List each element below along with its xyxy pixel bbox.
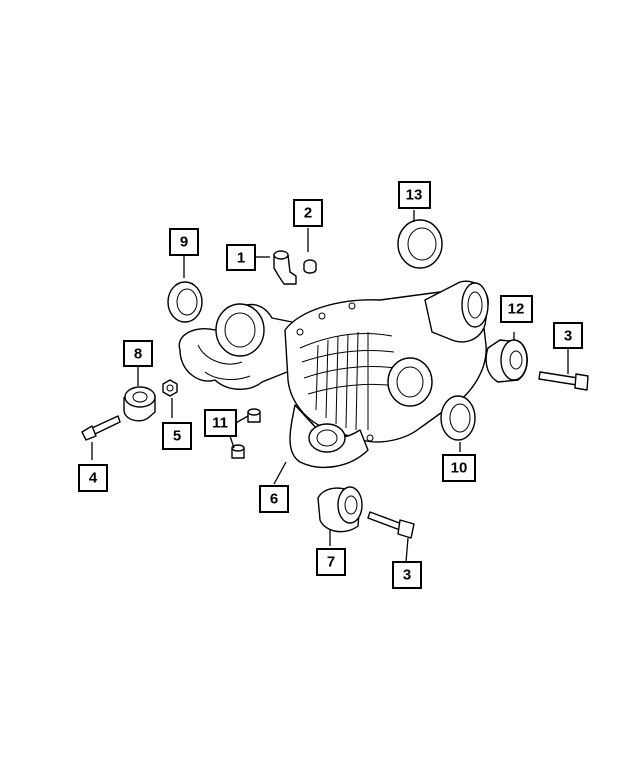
callout-6: 6 (259, 485, 289, 513)
callout-5: 5 (162, 422, 192, 450)
callout-7-label: 7 (327, 554, 335, 571)
axle-seal-right (440, 395, 476, 441)
callout-9: 9 (169, 228, 199, 256)
plug-lower (231, 444, 245, 459)
axle-seal-left (167, 281, 203, 323)
callout-3-upper-label: 3 (564, 328, 572, 345)
nut (162, 379, 178, 397)
callout-10: 10 (442, 454, 476, 482)
bolt-3-upper (538, 371, 589, 391)
pinion-seal (397, 219, 443, 269)
plug (303, 259, 317, 274)
differential-housing (178, 280, 489, 469)
bolt-3-lower (367, 511, 415, 539)
callout-9-label: 9 (180, 234, 188, 251)
callout-5-label: 5 (173, 428, 181, 445)
callout-13-label: 13 (406, 187, 423, 204)
callout-11-label: 11 (212, 415, 228, 432)
callout-1: 1 (226, 244, 256, 271)
callout-10-label: 10 (451, 460, 468, 477)
callout-8-label: 8 (134, 346, 142, 363)
callout-11: 11 (204, 409, 237, 437)
callout-1-label: 1 (237, 250, 245, 267)
callout-2: 2 (293, 199, 323, 227)
vent-fitting (273, 250, 297, 285)
callout-3-upper: 3 (553, 322, 583, 349)
callout-12-label: 12 (508, 301, 525, 318)
callout-4: 4 (78, 464, 108, 492)
leader-lines (91, 210, 569, 563)
callout-6-label: 6 (270, 491, 278, 508)
callout-3-lower-label: 3 (403, 567, 411, 584)
bolt-4 (81, 415, 121, 441)
bushing-left (123, 386, 156, 422)
callout-13: 13 (398, 181, 431, 209)
callout-4-label: 4 (89, 470, 98, 487)
callout-2-label: 2 (304, 205, 312, 222)
callout-3-lower: 3 (392, 561, 422, 589)
bushing-right (485, 339, 528, 383)
callout-7: 7 (316, 548, 346, 576)
bushing-lower (317, 486, 363, 533)
plug-upper (247, 408, 261, 423)
callout-12: 12 (500, 295, 533, 323)
callout-8: 8 (123, 340, 153, 367)
